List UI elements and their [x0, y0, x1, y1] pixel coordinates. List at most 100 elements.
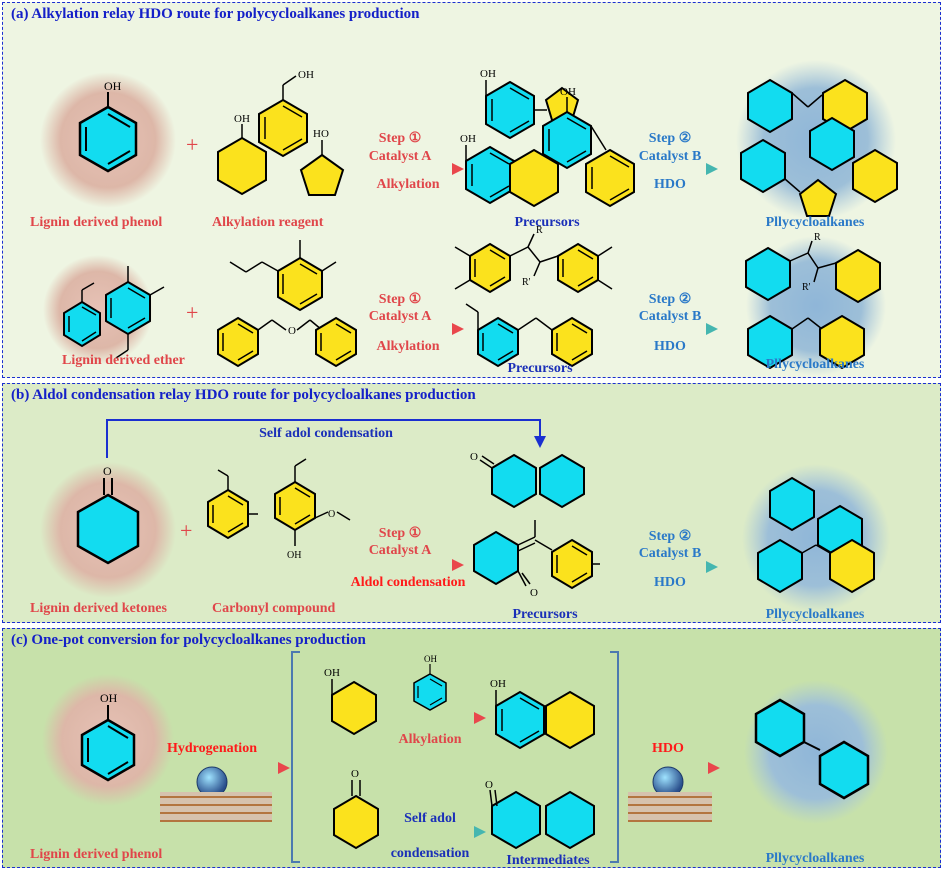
catalyst-b-label-b: Catalyst B: [639, 546, 702, 561]
r-label-2: R: [814, 232, 821, 243]
products-row2: R R': [745, 232, 881, 370]
cyclohexyl-phenol: OH: [460, 133, 559, 208]
benzyl-alcohol-molecule: OH: [258, 69, 314, 158]
plus-sign: +: [186, 132, 198, 157]
precursors-label: Precursors: [514, 215, 580, 230]
step1-label-b: Step ①: [379, 526, 422, 541]
oh-label: OH: [298, 69, 314, 81]
ether-label: Lignin derived ether: [62, 353, 185, 368]
hydrogenation-arrowhead: [278, 762, 290, 774]
product-label: Pllycycloalkanes: [766, 215, 865, 230]
alkylation-arrowhead-c: [474, 712, 486, 724]
carbonyl-label: Carbonyl compound: [212, 601, 336, 616]
oh-label: OH: [104, 79, 122, 93]
dimethoxy-propylbenzene: [105, 266, 165, 359]
o-label: O: [485, 779, 493, 791]
o-label: O: [328, 509, 335, 520]
alkylation-label-c: Alkylation: [398, 732, 461, 747]
self-condensation-label: Self adol condensation: [259, 426, 393, 441]
hdo-arrowhead-c: [708, 762, 720, 774]
catalyst-support-1: [160, 766, 272, 822]
oh-label: OH: [324, 667, 340, 679]
propyl-guaiacol-molecule: [229, 240, 337, 312]
catalyst-a-label-b: Catalyst A: [369, 543, 433, 558]
anisole-molecule: [63, 282, 101, 348]
oh-label: OH: [287, 550, 301, 561]
products-row1: [740, 78, 898, 217]
product-label-b: Pllycycloalkanes: [766, 607, 865, 622]
panel-a-title: (a) Alkylation relay HDO route for polyc…: [11, 6, 420, 22]
cyclohexanol-c: OH: [324, 667, 377, 736]
ketones-label: Lignin derived ketones: [30, 601, 167, 616]
step1-label: Step ①: [379, 131, 422, 146]
condensation-label: condensation: [391, 846, 470, 861]
oh-label: OH: [424, 654, 437, 664]
cyclohexyl-cyclohexanone-c: O: [485, 779, 595, 850]
benzyl-phenol: OH: [542, 86, 635, 208]
precursors-label-b: Precursors: [512, 607, 578, 622]
benzaldehyde-molecule: [207, 469, 258, 540]
o-label: O: [470, 451, 478, 463]
catalyst-b-label: Catalyst B: [639, 149, 702, 164]
cyclohexanol-molecule: OH: [217, 113, 267, 196]
step2-arrowhead-b: [706, 561, 718, 573]
bis-aryl-precursor: R R': [454, 225, 613, 294]
products-b: [757, 476, 875, 594]
panel-b-title: (b) Aldol condensation relay HDO route f…: [11, 387, 476, 403]
right-bracket: [610, 651, 619, 863]
o-label: O: [351, 768, 359, 780]
self-adol-arrowhead: [474, 826, 486, 838]
phenol-molecule-c: OH: [80, 691, 136, 782]
self-condensation-arrow: [106, 419, 541, 458]
cyclohexyl-phenol-c: OH: [490, 678, 595, 750]
step1-label-2: Step ①: [379, 292, 422, 307]
dibenzyl-ether-molecule: O: [217, 316, 357, 368]
step2-arrowhead: [706, 163, 718, 175]
step2-label: Step ②: [649, 131, 692, 146]
cyclopentyl-phenol: OH: [480, 68, 580, 140]
bicyclohexyl-product: [754, 698, 870, 800]
product-label-c: Pllycycloalkanes: [766, 851, 865, 866]
phenol-small-c: OH: [413, 654, 447, 711]
oh-label: OH: [480, 68, 496, 80]
benzylidene-cyclohexanone: O: [473, 520, 600, 599]
left-bracket: [291, 651, 300, 863]
alkylation-label: Alkylation: [376, 177, 439, 192]
catalyst-support-2: [628, 766, 712, 822]
plus-sign-2: +: [186, 300, 198, 325]
step1-arrowhead: [452, 163, 464, 175]
hdo-label-c: HDO: [652, 741, 684, 756]
o-label: O: [530, 587, 538, 599]
hydrogenation-label: Hydrogenation: [167, 741, 257, 756]
phenol-label-c: Lignin derived phenol: [30, 847, 162, 862]
vanillin-molecule: O OH: [274, 458, 351, 561]
cyclopentanol-molecule: HO: [299, 128, 345, 196]
r-prime-label-2: R': [802, 282, 811, 293]
o-label: O: [103, 464, 112, 478]
aldol-condensation-label: Aldol condensation: [351, 575, 466, 590]
product-halo-b: [742, 464, 890, 612]
plus-sign-3: +: [180, 518, 192, 543]
cyclohexanone-molecule: O: [76, 464, 140, 565]
step2-label-2: Step ②: [649, 292, 692, 307]
product-label-2: Pllycycloalkanes: [766, 357, 865, 372]
oh-label: OH: [234, 113, 250, 125]
step2-label-b: Step ②: [649, 529, 692, 544]
r-prime-label: R': [522, 277, 531, 288]
step1-arrowhead-2: [452, 323, 464, 335]
hdo-label-2: HDO: [654, 339, 686, 354]
catalyst-a-label: Catalyst A: [369, 149, 433, 164]
phenol-molecule: OH: [78, 79, 138, 173]
alkylation-reagent-label: Alkylation reagent: [212, 215, 324, 230]
panel-c-title: (c) One-pot conversion for polycycloalka…: [11, 632, 366, 648]
alkylation-label-2: Alkylation: [376, 339, 439, 354]
r-label: R: [536, 225, 543, 236]
oh-label: OH: [460, 133, 476, 145]
precursors-label-2: Precursors: [507, 361, 573, 376]
benzyl-anisole-precursor: [465, 303, 593, 368]
self-condensation-arrowhead: [534, 436, 546, 448]
catalyst-a-label-2: Catalyst A: [369, 309, 433, 324]
oh-label: OH: [560, 86, 576, 98]
cyclohexanone-c: O: [333, 768, 379, 850]
